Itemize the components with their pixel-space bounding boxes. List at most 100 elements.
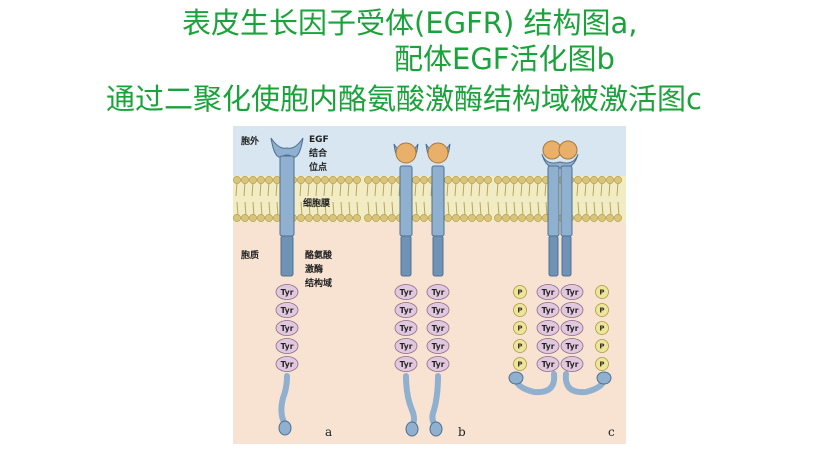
phosphate-label: P — [599, 361, 604, 369]
receptor-right-transmembrane — [560, 165, 573, 237]
lipid-head — [313, 214, 321, 222]
lipid-tail — [340, 201, 343, 217]
label-extracellular: 胞外 — [240, 135, 259, 147]
tyr-label: Tyr — [400, 288, 413, 297]
tyr-residue — [394, 338, 418, 354]
lipid-tail — [347, 181, 350, 197]
lipid-tail — [446, 181, 449, 197]
lipid-head — [598, 176, 606, 184]
tyr-residue — [426, 320, 450, 336]
phosphate-label: P — [517, 343, 522, 351]
lipid-tail — [332, 201, 335, 217]
phosphate-label: P — [599, 343, 604, 351]
tyr-label: Tyr — [400, 306, 413, 315]
receptor-left-juxtamembrane — [548, 235, 559, 277]
tyr-residue — [536, 338, 560, 354]
lipid-tail — [592, 181, 595, 197]
lipid-head — [305, 176, 313, 184]
tyr-residue — [536, 302, 560, 318]
lipid-head — [388, 176, 396, 184]
lipid-tail — [544, 181, 547, 197]
lipid-tail — [600, 181, 603, 197]
lipid-head — [313, 176, 321, 184]
tyr-label: Tyr — [432, 306, 445, 315]
phosphate-group — [513, 357, 527, 371]
tyr-residue — [426, 338, 450, 354]
lipid-tail — [609, 201, 612, 217]
lipid-tail — [331, 181, 334, 197]
label-egf-site-2: 结合 — [309, 147, 328, 159]
receptor-left-tail-end — [508, 371, 524, 385]
tyr-residue — [394, 302, 418, 318]
lipid-head — [510, 176, 518, 184]
lipid-head — [353, 214, 361, 222]
lipid-head — [534, 214, 542, 222]
lipid-tail — [593, 201, 596, 217]
lipid-tail — [479, 201, 482, 217]
lipid-head — [412, 214, 420, 222]
receptor-transmembrane — [279, 155, 295, 237]
lipid-head — [329, 176, 337, 184]
lipid-tail — [307, 181, 310, 197]
lipid-tail — [529, 201, 532, 217]
lipid-tail — [382, 181, 385, 197]
tyr-residue — [394, 284, 418, 300]
phosphate-group — [595, 357, 609, 371]
lipid-head — [518, 214, 526, 222]
panel-letter-a: a — [325, 425, 332, 439]
lipid-head — [590, 176, 598, 184]
tyr-label: Tyr — [542, 342, 555, 351]
lipid-head — [494, 176, 502, 184]
lipid-head — [606, 214, 614, 222]
lipid-tail — [367, 201, 370, 217]
receptor-tail-end — [278, 420, 292, 436]
lipid-head — [321, 214, 329, 222]
phosphate-label: P — [517, 289, 522, 297]
lipid-head — [460, 214, 468, 222]
tyr-label: Tyr — [566, 324, 579, 333]
lipid-tail — [300, 201, 303, 217]
lipid-head — [345, 214, 353, 222]
lipid-head — [364, 214, 372, 222]
lipid-tail — [512, 181, 515, 197]
lipid-head — [329, 214, 337, 222]
lipid-head — [388, 214, 396, 222]
lipid-head — [345, 176, 353, 184]
lipid-head — [337, 176, 345, 184]
lipid-tail — [616, 181, 619, 197]
egf-ligand-left — [395, 142, 417, 164]
lipid-head — [420, 214, 428, 222]
cytoplasm-region — [233, 222, 365, 444]
receptor-tail — [278, 373, 290, 427]
lipid-tail — [374, 181, 377, 197]
tyr-residue — [426, 302, 450, 318]
lipid-head — [420, 176, 428, 184]
tyr-residue — [536, 356, 560, 372]
phosphate-group — [595, 303, 609, 317]
lipid-tail — [584, 181, 587, 197]
membrane-band — [364, 176, 496, 222]
phosphate-group — [595, 285, 609, 299]
lipid-tail — [521, 201, 524, 217]
lipid-head — [452, 176, 460, 184]
tyr-label: Tyr — [542, 288, 555, 297]
lipid-head — [444, 214, 452, 222]
phosphate-group — [513, 303, 527, 317]
phosphate-label: P — [599, 307, 604, 315]
lipid-tail — [528, 181, 531, 197]
lipid-tail — [356, 201, 359, 217]
tyr-residue — [560, 356, 584, 372]
lipid-head — [321, 176, 329, 184]
receptor-left-transmembrane — [547, 165, 560, 237]
lipid-tail — [299, 181, 302, 197]
tyr-label: Tyr — [566, 306, 579, 315]
lipid-tail — [315, 181, 318, 197]
lipid-tail — [601, 201, 604, 217]
lipid-head — [452, 214, 460, 222]
label-kinase-3: 结构域 — [305, 277, 332, 289]
lipid-head — [494, 214, 502, 222]
